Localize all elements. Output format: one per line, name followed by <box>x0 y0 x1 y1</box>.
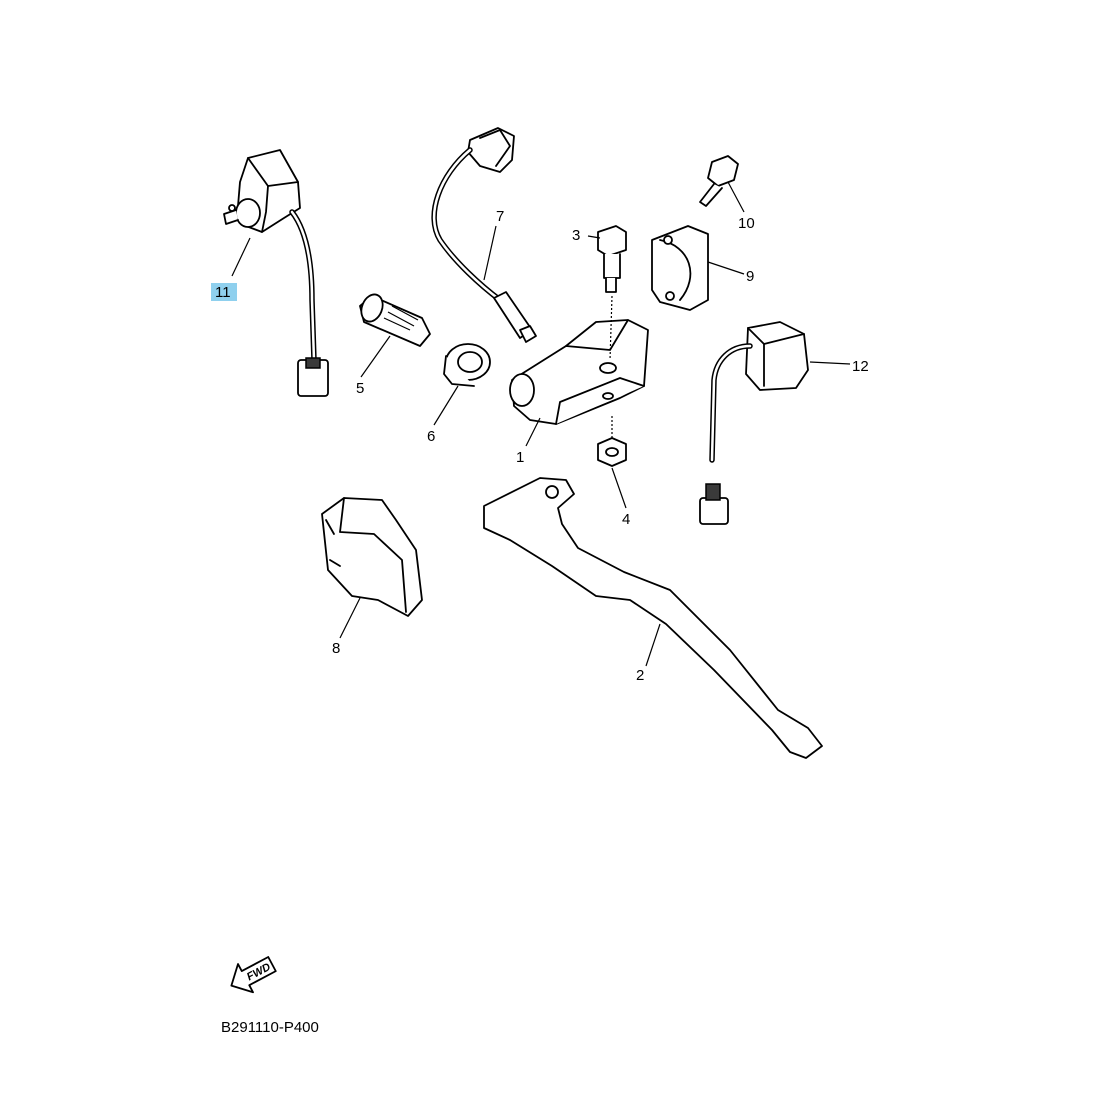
part-12-right-switch[interactable] <box>699 321 809 525</box>
part-1-lever-holder[interactable] <box>509 319 649 425</box>
diagram-code: B291110-P400 <box>221 1019 319 1036</box>
part-5-adjuster[interactable] <box>357 291 431 347</box>
part-4-nut[interactable] <box>597 437 627 467</box>
callout-11[interactable]: 11 <box>215 284 231 301</box>
part-7-clutch-switch[interactable] <box>431 127 537 343</box>
callout-11-highlight <box>211 283 237 301</box>
callout-4[interactable]: 4 <box>622 511 630 528</box>
callout-10[interactable]: 10 <box>738 215 755 232</box>
part-3-pivot-bolt[interactable] <box>597 225 627 293</box>
part-9-clamp[interactable] <box>651 225 709 311</box>
callouts: 11 5 6 7 1 3 4 9 10 12 8 2 <box>211 208 869 684</box>
callout-2[interactable]: 2 <box>636 667 644 684</box>
callout-3[interactable]: 3 <box>572 227 580 244</box>
callout-9[interactable]: 9 <box>746 268 754 285</box>
part-10-bolt[interactable] <box>699 155 739 207</box>
part-2-lever[interactable] <box>483 477 823 759</box>
part-8-lever-guard[interactable] <box>321 497 423 617</box>
callout-1[interactable]: 1 <box>516 449 524 466</box>
part-11-left-switch[interactable] <box>223 149 329 397</box>
callout-8[interactable]: 8 <box>332 640 340 657</box>
callout-7[interactable]: 7 <box>496 208 504 225</box>
callout-5[interactable]: 5 <box>356 380 364 397</box>
callout-12[interactable]: 12 <box>852 358 869 375</box>
callout-6[interactable]: 6 <box>427 428 435 445</box>
fwd-arrow-icon: FWD <box>230 956 277 994</box>
leader-lines <box>231 181 851 667</box>
part-6-locknut[interactable] <box>443 343 491 387</box>
